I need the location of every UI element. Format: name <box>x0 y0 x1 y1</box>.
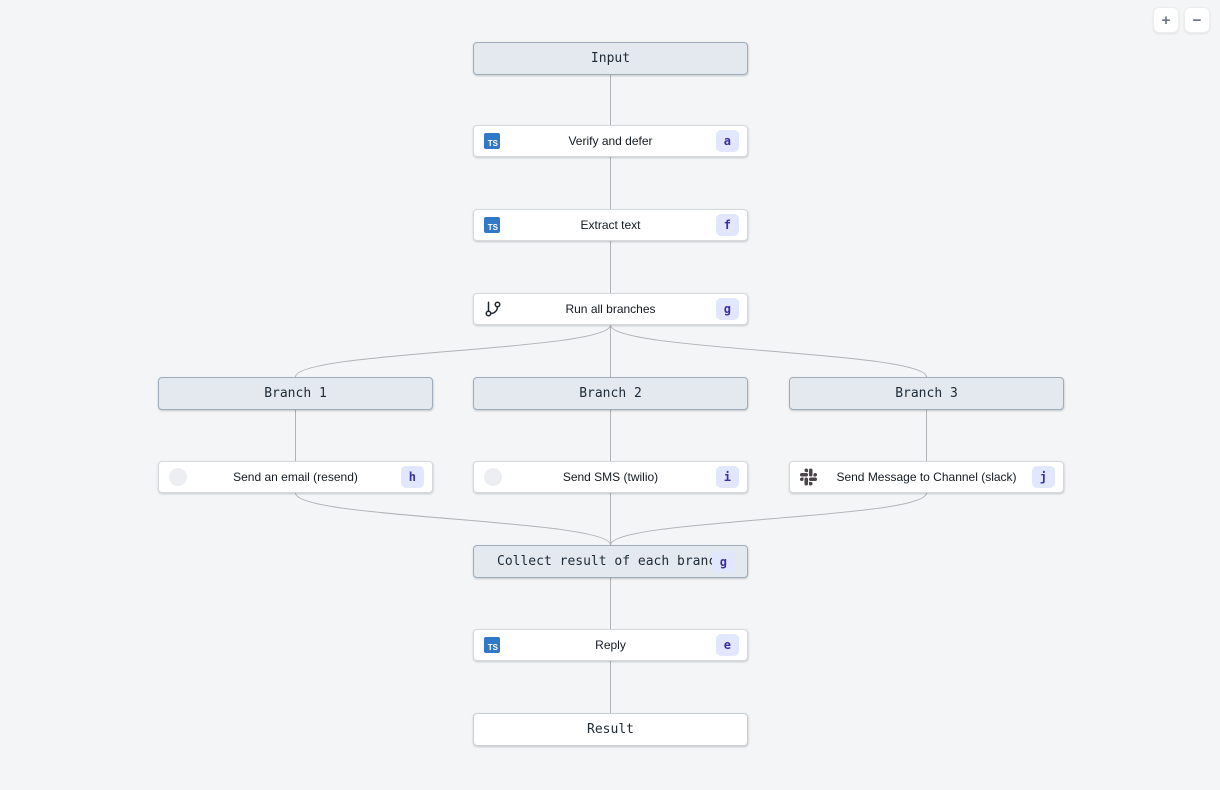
node-label: Input <box>590 51 631 66</box>
node-label: Branch 1 <box>264 386 327 401</box>
node-label: Extract text <box>580 218 641 232</box>
node-label: Branch 3 <box>895 386 958 401</box>
step-badge: g <box>715 298 739 320</box>
slack-icon <box>800 468 817 486</box>
node-label: Run all branches <box>565 302 656 316</box>
node-label: Send Message to Channel (slack) <box>836 470 1017 484</box>
node-run-all-branches[interactable]: Run all branches g <box>473 293 748 325</box>
node-input[interactable]: Input <box>473 42 748 75</box>
node-send-message-slack[interactable]: Send Message to Channel (slack) j <box>789 461 1064 493</box>
typescript-icon: TS <box>484 133 500 149</box>
node-reply[interactable]: TS Reply e <box>473 629 748 661</box>
node-result[interactable]: Result <box>473 713 748 746</box>
node-send-sms-twilio[interactable]: Send SMS (twilio) i <box>473 461 748 493</box>
node-extract-text[interactable]: TS Extract text f <box>473 209 748 241</box>
git-branch-icon <box>484 300 502 318</box>
step-badge: i <box>715 466 739 488</box>
edge-run-branch1 <box>295 324 611 378</box>
node-branch-3[interactable]: Branch 3 <box>789 377 1064 410</box>
node-label: Send an email (resend) <box>233 470 358 484</box>
twilio-icon <box>484 468 502 486</box>
typescript-icon: TS <box>484 637 500 653</box>
node-label: Branch 2 <box>579 386 642 401</box>
step-badge: g <box>711 550 735 573</box>
edge-email-collect <box>295 492 611 546</box>
edge-slack-collect <box>610 492 927 546</box>
node-verify-and-defer[interactable]: TS Verify and defer a <box>473 125 748 157</box>
step-badge: j <box>1031 466 1055 488</box>
zoom-out-button[interactable]: − <box>1184 7 1210 33</box>
node-branch-2[interactable]: Branch 2 <box>473 377 748 410</box>
node-send-email-resend[interactable]: Send an email (resend) h <box>158 461 433 493</box>
step-badge: h <box>400 466 424 488</box>
resend-icon <box>169 468 187 486</box>
typescript-icon: TS <box>484 217 500 233</box>
node-label: Collect result of each branch <box>497 554 724 569</box>
zoom-controls: + − <box>1153 7 1210 33</box>
node-branch-1[interactable]: Branch 1 <box>158 377 433 410</box>
step-badge: a <box>715 130 739 152</box>
step-badge: f <box>715 214 739 236</box>
zoom-in-button[interactable]: + <box>1153 7 1179 33</box>
node-label: Send SMS (twilio) <box>562 470 659 484</box>
node-collect-result[interactable]: Collect result of each branch g <box>473 545 748 578</box>
node-label: Reply <box>595 638 626 652</box>
step-badge: e <box>715 634 739 656</box>
node-label: Result <box>587 722 634 737</box>
edge-run-branch3 <box>610 324 927 378</box>
node-label: Verify and defer <box>568 134 653 148</box>
